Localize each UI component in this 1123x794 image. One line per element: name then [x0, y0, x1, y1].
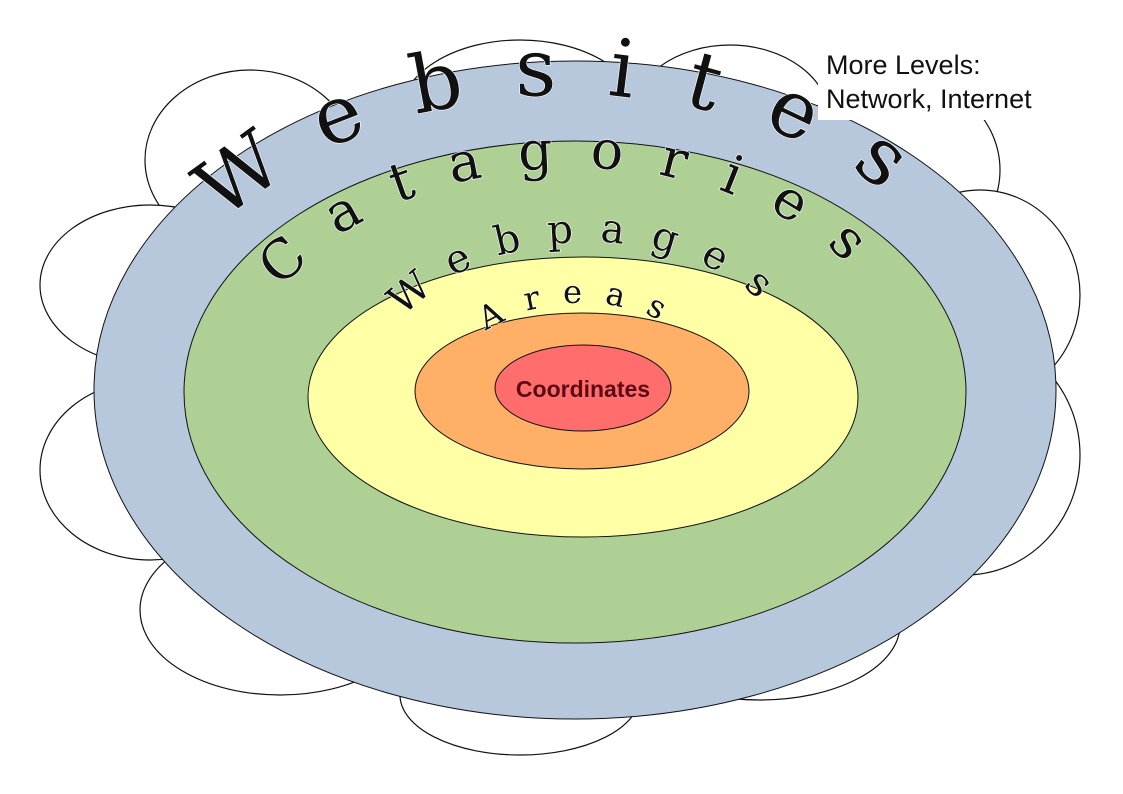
note-line-2: Network, Internet: [826, 84, 1032, 114]
ring-coordinates: [494, 344, 672, 432]
more-levels-note: More Levels: Network, Internet: [818, 46, 1038, 120]
note-line-1: More Levels:: [826, 50, 981, 80]
coordinates-label: Coordinates: [516, 376, 650, 402]
